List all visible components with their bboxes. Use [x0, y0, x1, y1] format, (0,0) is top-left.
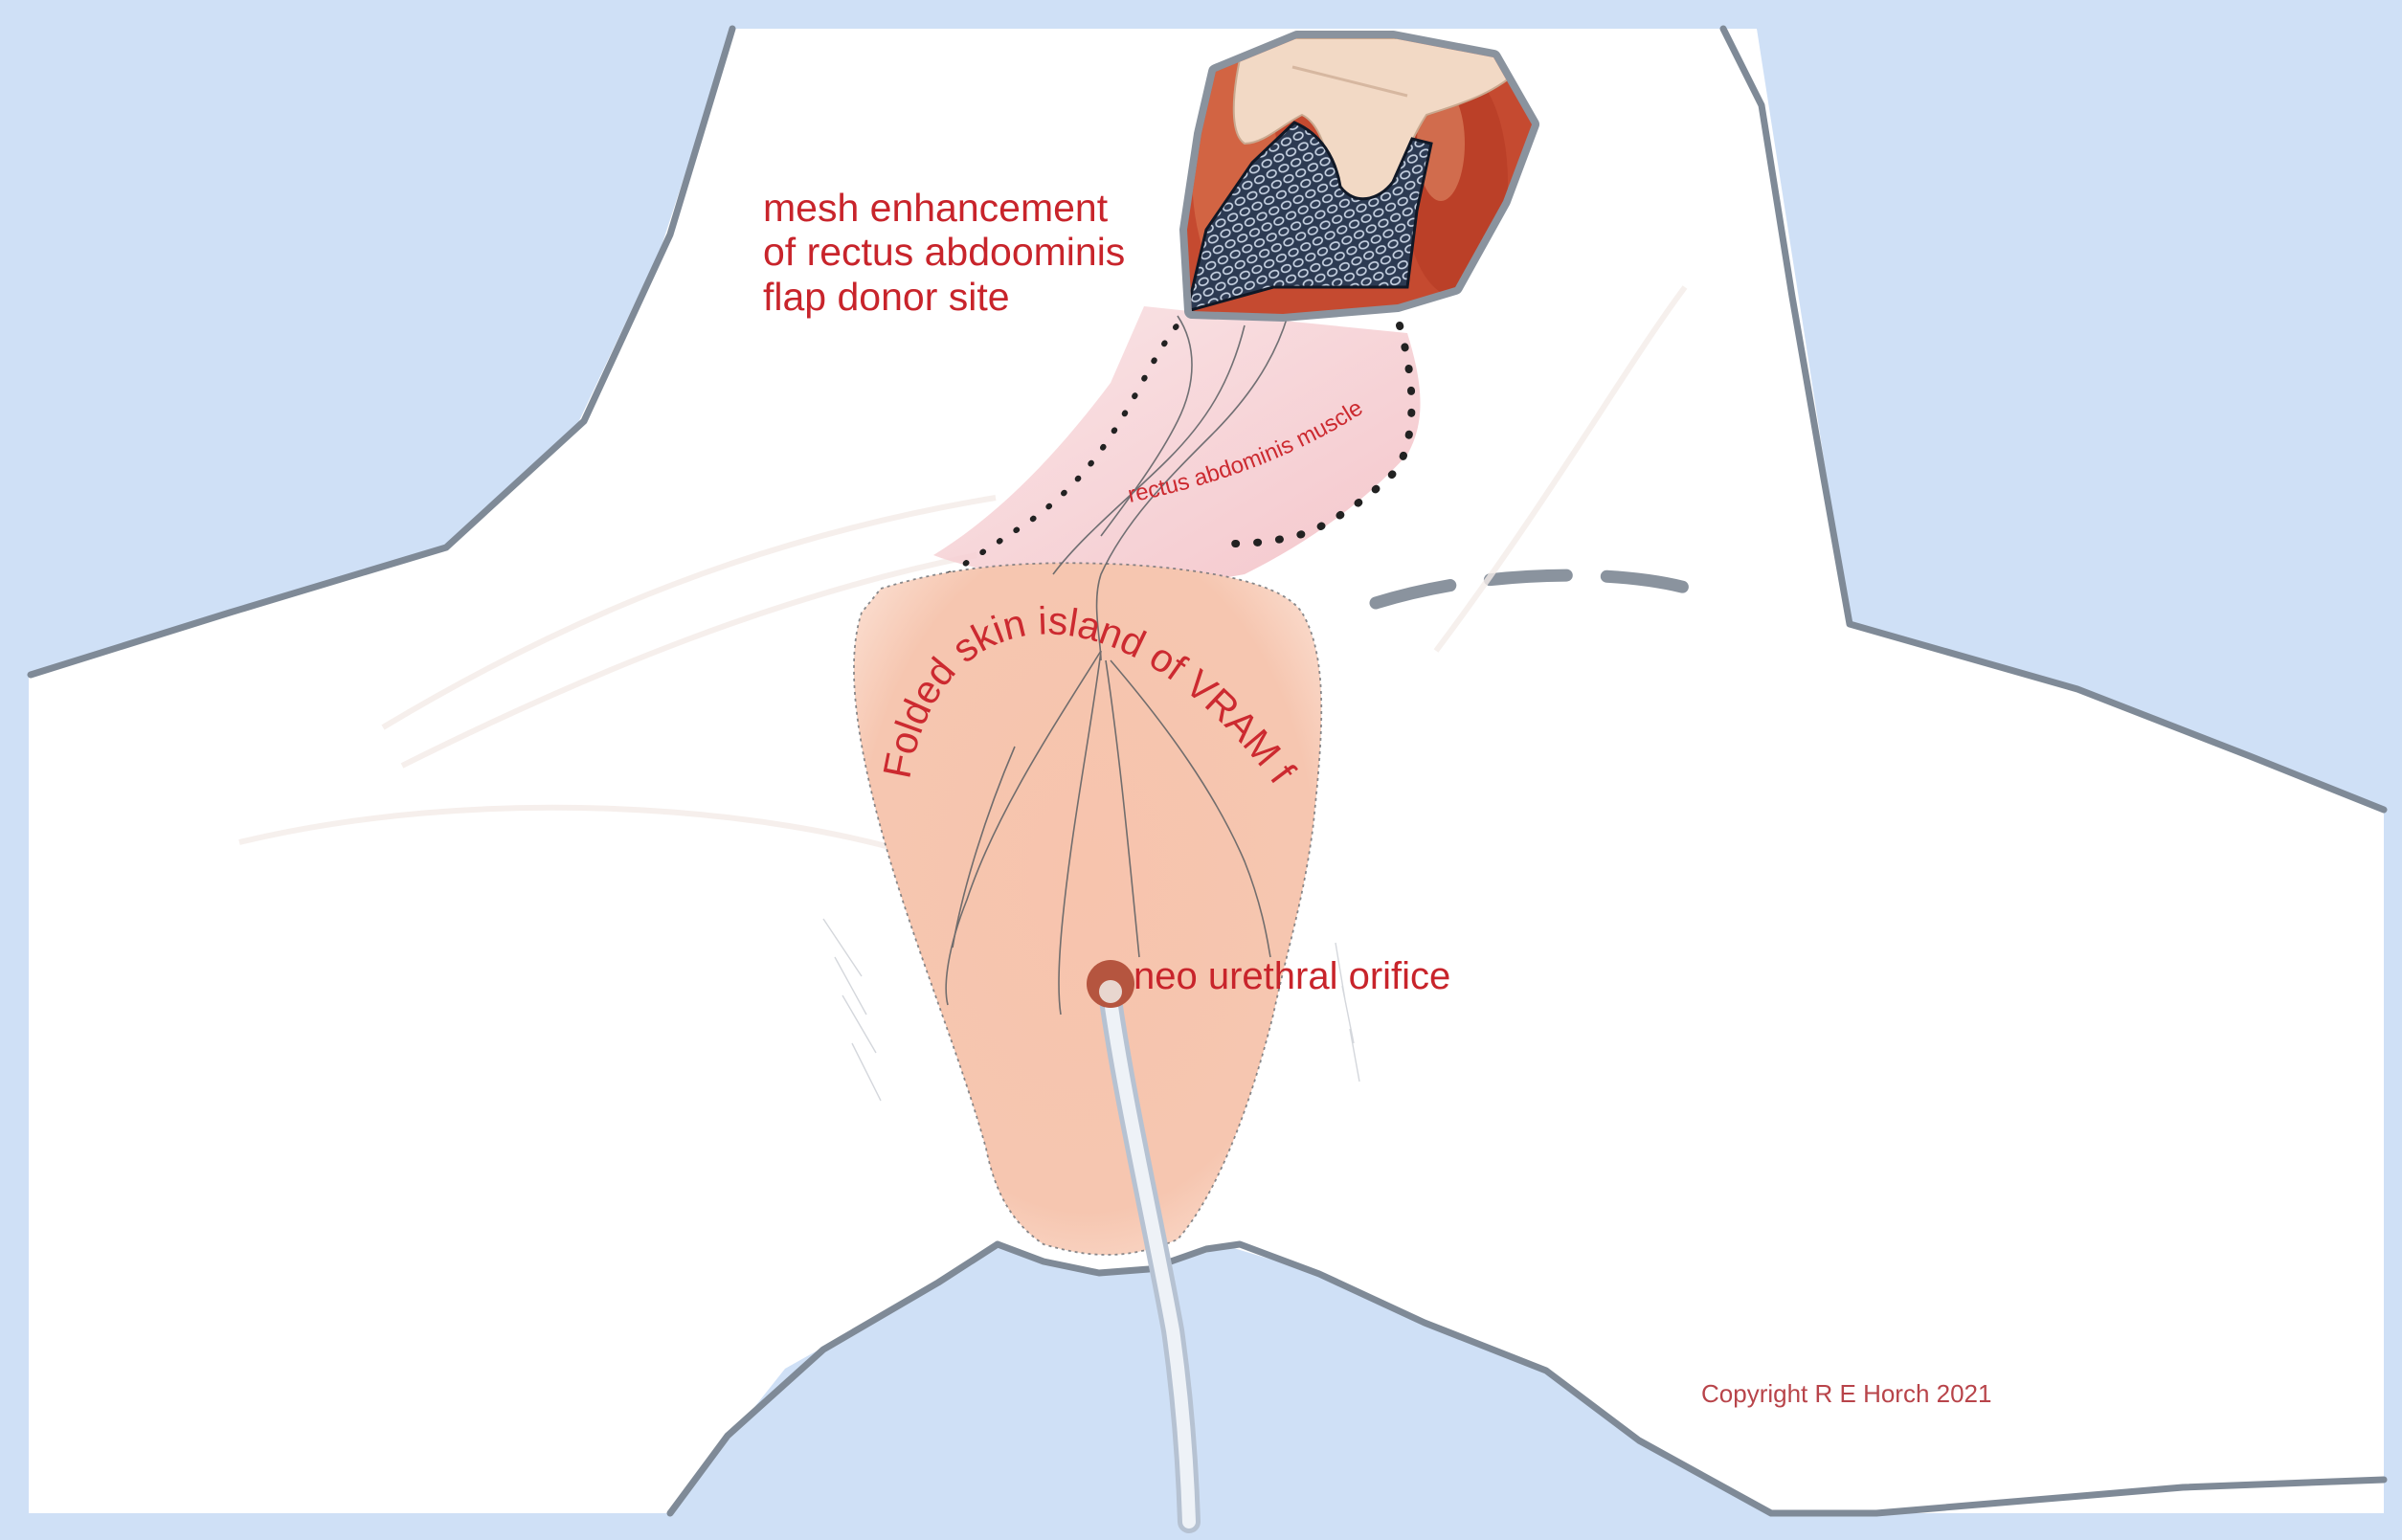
flap-border-left	[911, 308, 1192, 601]
surgical-mesh-icon	[1187, 121, 1433, 314]
flap-border-right	[1231, 322, 1416, 547]
rectus-abdominis-muscle	[933, 306, 1421, 591]
mesh-donor-site	[1179, 31, 1539, 322]
fold-lines	[945, 315, 1289, 1016]
mesh-label-line3: flap donor site	[763, 274, 1010, 319]
label-neo-urethral-orifice: neo urethral orifice	[1134, 955, 1451, 997]
skin-island-vram-flap	[853, 563, 1322, 1256]
thigh-hatching	[822, 918, 1360, 1102]
mesh-label-line2: of rectus abdoominis	[763, 230, 1126, 275]
body-outline	[27, 25, 2388, 1517]
skin-island-suture-edge	[853, 562, 1323, 1256]
sketch-strokes	[238, 285, 1688, 864]
mesh-label-line1: mesh enhancement	[763, 186, 1109, 230]
label-mesh-enhancement: mesh enhancement of rectus abdoominis fl…	[763, 186, 1125, 319]
copyright-notice: Copyright R E Horch 2021	[1701, 1379, 1992, 1408]
incision-dashes	[1369, 569, 1699, 610]
